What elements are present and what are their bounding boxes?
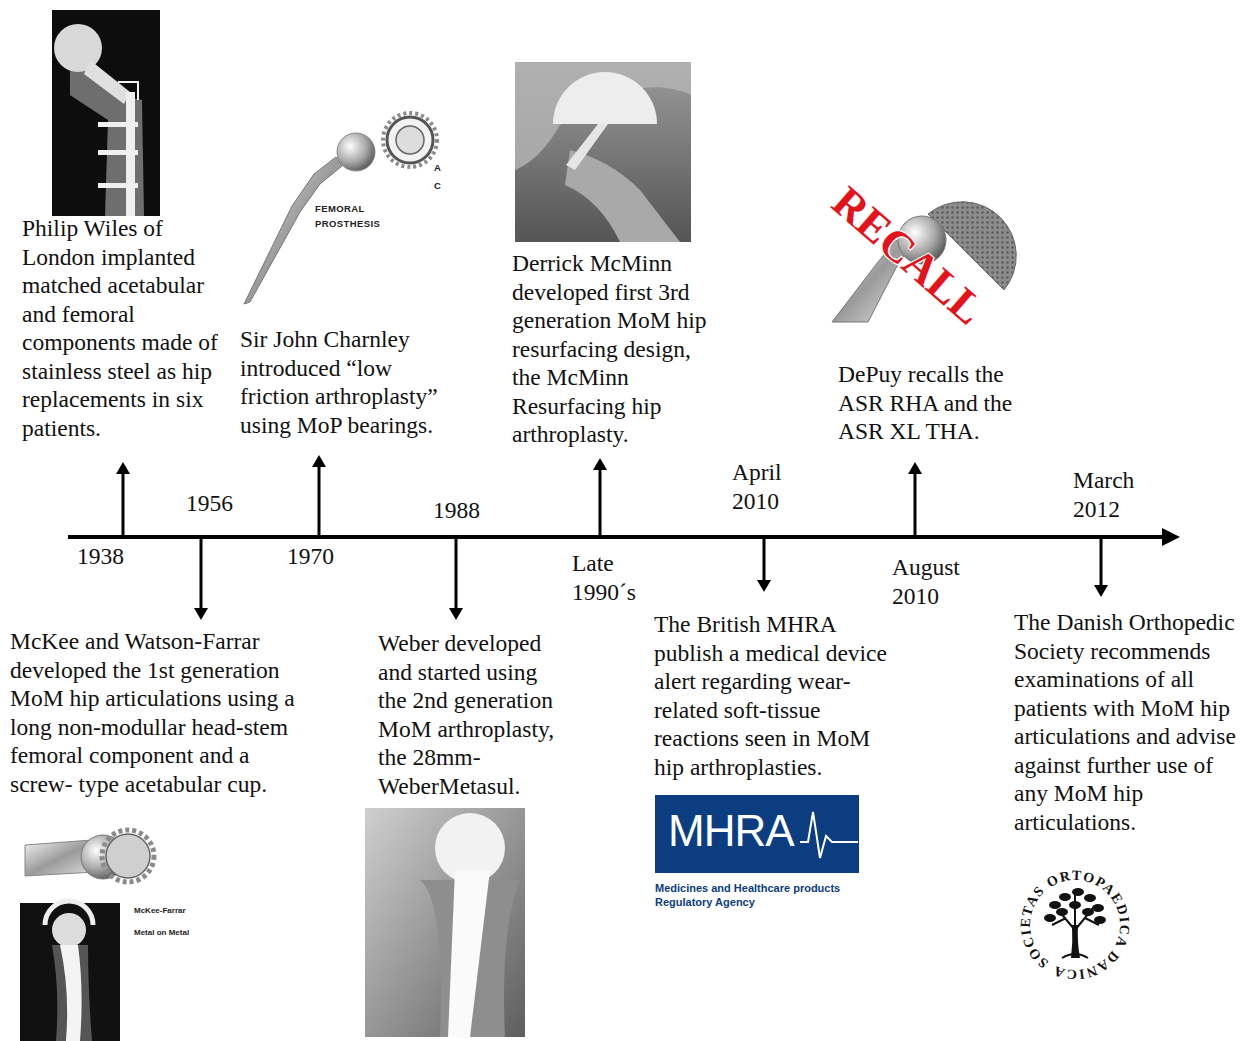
- logo-ring-path-text: SOCIETAS ORTOPAEDICA DANICA: [1018, 868, 1133, 982]
- event-arrow-part: [318, 465, 321, 537]
- event-text: The British MHRA publish a medical devic…: [654, 610, 892, 781]
- wiles-xray-part: [98, 122, 138, 127]
- society-logo-part: [1069, 901, 1081, 909]
- wiles-xray-part: [98, 183, 138, 188]
- event-arrow-part: [449, 608, 463, 620]
- society-logo-part: [1062, 954, 1088, 958]
- mckee-farrar-implant-part: [106, 834, 150, 878]
- logo-ring-text: SOCIETAS ORTOPAEDICA DANICA: [1018, 868, 1133, 982]
- event-arrow-part: [599, 468, 602, 537]
- recall-stamp: RECALL: [824, 179, 991, 333]
- logo-ring-text: SOCIETAS ORTOPAEDICA DANICA: [1015, 865, 1135, 985]
- year-label: Late 1990´s: [572, 549, 647, 606]
- society-logo-part: [1072, 888, 1084, 896]
- society-logo-part: [1059, 893, 1071, 901]
- image-caption: McKee-Farrar: [134, 905, 186, 916]
- wiles-xray-part: [70, 60, 144, 216]
- society-logo-part: [1044, 914, 1056, 922]
- society-logo-part: [1094, 916, 1106, 924]
- logo-ring: SOCIETAS ORTOPAEDICA DANICA: [1015, 865, 1135, 985]
- event-text: DePuy recalls the ASR RHA and the ASR XL…: [838, 360, 1020, 446]
- society-logo-part: [1082, 908, 1094, 916]
- event-arrow-part: [757, 580, 771, 592]
- weber-xray-part: [365, 808, 525, 1037]
- timeline-axis-part: [68, 535, 1166, 539]
- society-logo-part: [1056, 908, 1068, 916]
- event-text: Derrick McMinn developed first 3rd gener…: [512, 249, 714, 449]
- event-text: The Danish Orthopedic Society recommends…: [1014, 608, 1240, 836]
- mhra-logo-part: [655, 795, 859, 873]
- image-caption: Metal on Metal: [134, 927, 189, 938]
- weber-xray: [365, 808, 525, 1037]
- mhra-logo: [655, 795, 859, 873]
- mcminn-xray-part: [515, 62, 691, 242]
- wiles-xray-part: [98, 150, 138, 155]
- mckee-farrar-implant-part: [52, 913, 86, 947]
- society-logo: [1044, 888, 1106, 958]
- event-arrow-part: [908, 462, 922, 474]
- year-label: August 2010: [892, 553, 972, 610]
- event-arrow-part: [455, 537, 458, 610]
- wiles-xray-part: [118, 82, 138, 100]
- timeline-axis: [68, 528, 1180, 546]
- image-caption: FEMORAL PROSTHESIS: [315, 201, 387, 231]
- event-arrow-part: [200, 537, 203, 610]
- charnley-prosthesis: [244, 113, 437, 304]
- image-caption: A: [434, 160, 441, 175]
- weber-xray-part: [448, 870, 490, 1037]
- event-text: Weber developed and started using the 2n…: [378, 629, 560, 800]
- event-text: McKee and Watson-Farrar developed the 1s…: [10, 627, 310, 798]
- event-arrow-part: [122, 472, 125, 537]
- year-label: 1970: [287, 542, 367, 571]
- charnley-prosthesis-part: [383, 113, 437, 167]
- timeline-axis-part: [1162, 528, 1180, 546]
- mhra-logo-part: [800, 812, 858, 858]
- event-arrow-part: [1100, 537, 1103, 587]
- mcminn-xray-part: [565, 150, 680, 242]
- event-arrow-part: [194, 608, 208, 620]
- charnley-prosthesis-part: [387, 117, 433, 163]
- event-text: Sir John Charnley introduced “low fricti…: [240, 325, 445, 439]
- society-logo-part: [1049, 901, 1061, 909]
- mckee-farrar-implant-part: [102, 830, 154, 882]
- charnley-prosthesis-part: [244, 157, 342, 304]
- year-label: 1938: [77, 542, 157, 571]
- mcminn-xray-part: [553, 72, 657, 124]
- society-logo-part: [1084, 894, 1096, 902]
- year-label: 1956: [186, 489, 266, 518]
- charnley-prosthesis-part: [396, 126, 424, 154]
- society-logo-part: [1092, 904, 1104, 912]
- event-arrow-part: [312, 455, 326, 467]
- image-caption: C: [434, 178, 441, 193]
- society-logo-part: [1052, 895, 1099, 930]
- wiles-xray: [52, 10, 160, 216]
- mckee-farrar-implant-part: [20, 903, 120, 1041]
- mckee-farrar-implant: [20, 830, 154, 1041]
- event-arrow: [116, 455, 1108, 620]
- logo-text: MHRA: [668, 806, 794, 856]
- year-label: 1988: [433, 496, 513, 525]
- mcminn-xray-part: [515, 62, 691, 170]
- charnley-prosthesis-part: [337, 133, 375, 171]
- event-arrow-part: [1094, 585, 1108, 597]
- year-label: March 2012: [1073, 466, 1148, 523]
- wiles-xray-part: [52, 10, 160, 216]
- mcminn-xray-part: [566, 124, 608, 170]
- year-label: April 2010: [732, 458, 802, 515]
- event-arrow-part: [593, 458, 607, 470]
- event-text: Philip Wiles of London implanted matched…: [22, 214, 230, 442]
- event-arrow-part: [116, 462, 130, 474]
- event-arrow-part: [763, 537, 766, 582]
- event-arrow-part: [914, 472, 917, 537]
- mcminn-xray: [515, 62, 691, 242]
- mckee-farrar-implant-part: [60, 945, 82, 1041]
- mckee-farrar-implant-part: [52, 945, 92, 1041]
- logo-text: Medicines and Healthcare products Regula…: [655, 881, 870, 909]
